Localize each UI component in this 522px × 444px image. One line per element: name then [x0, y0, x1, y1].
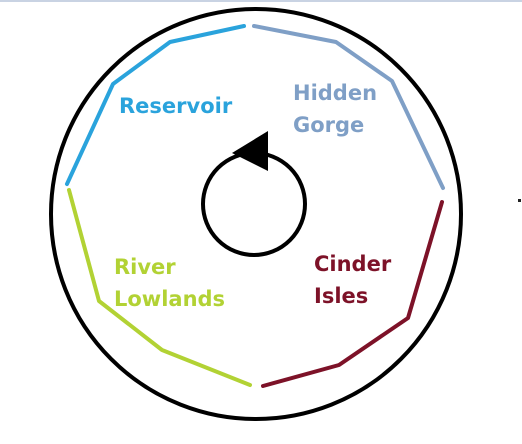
- label-river-lowlands: River Lowlands: [114, 255, 226, 311]
- top-border: [0, 0, 522, 2]
- label-reservoir: Reservoir: [119, 94, 233, 118]
- label-cinder-isles: Cinder Isles: [314, 252, 392, 308]
- outer-circle: [49, 7, 463, 421]
- cycle-arrowhead: [232, 131, 268, 171]
- label-hidden-gorge: Hidden Gorge: [293, 81, 378, 137]
- cycle-circle: [201, 151, 307, 257]
- hidden-gorge-arc: [252, 24, 445, 190]
- cinder-isles-arc: [261, 200, 444, 388]
- river-lowlands-arc: [67, 188, 252, 387]
- cursor-mark: [518, 199, 521, 202]
- reservoir-arc: [65, 24, 246, 186]
